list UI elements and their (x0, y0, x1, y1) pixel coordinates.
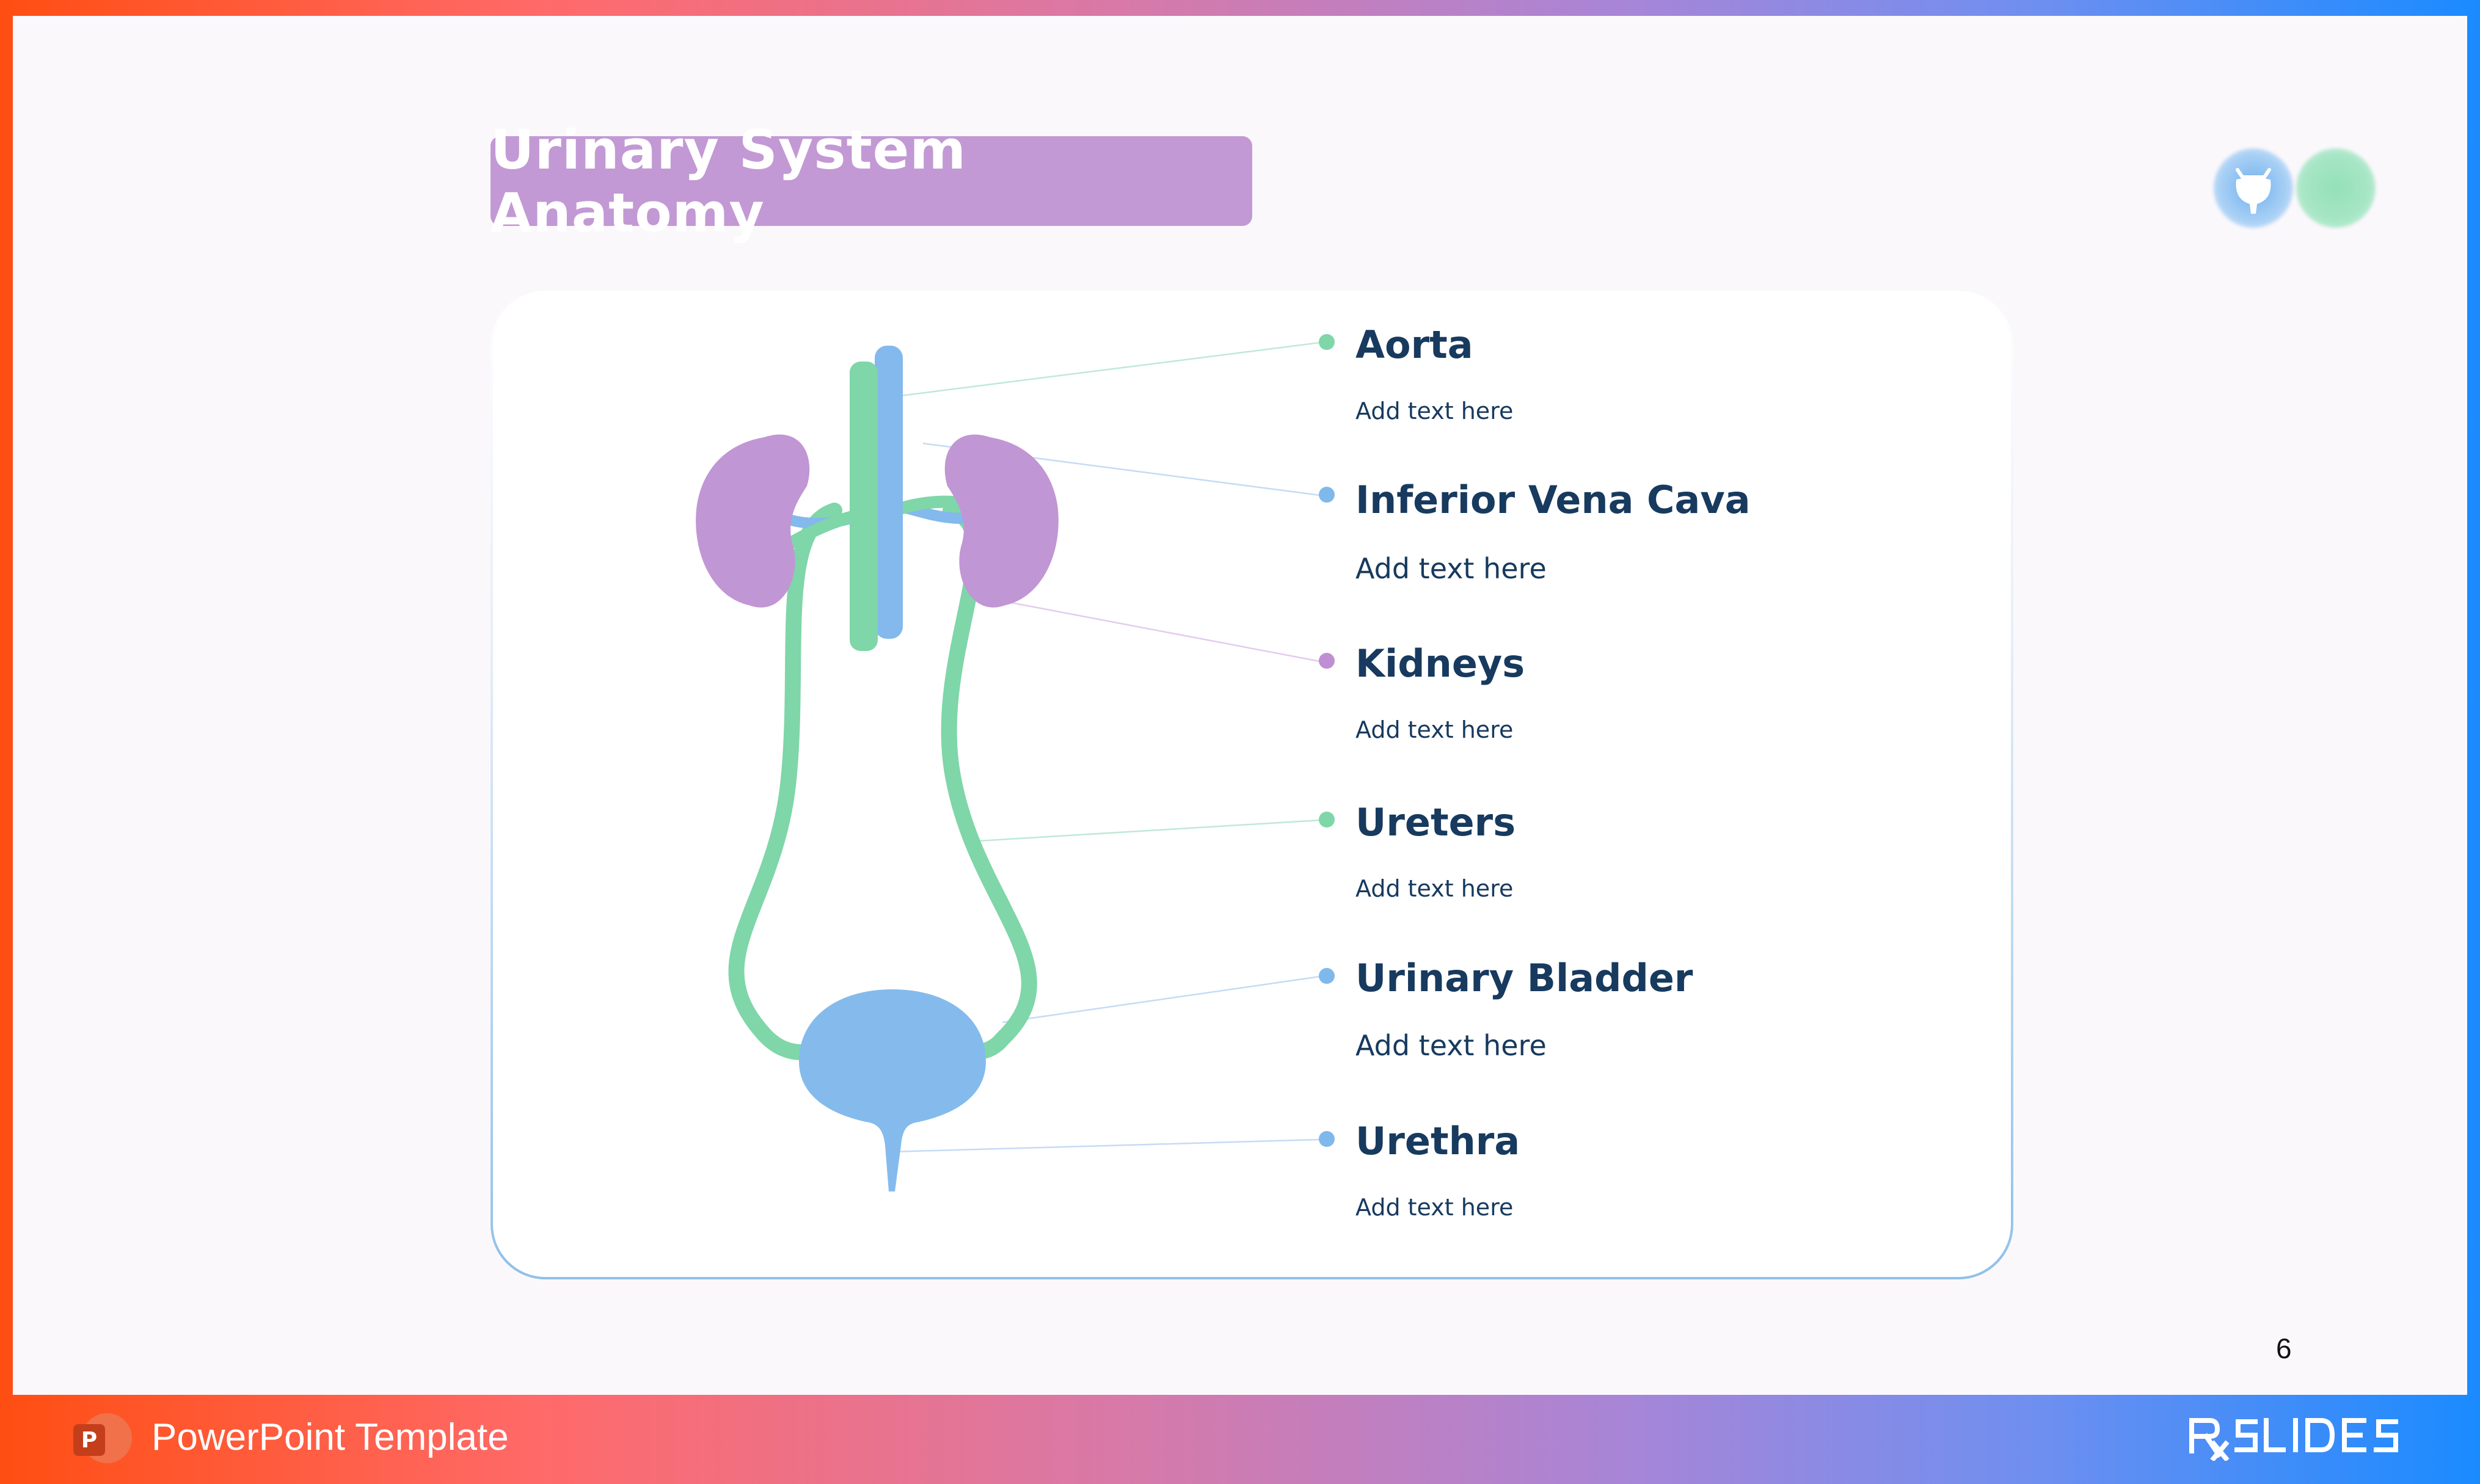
text-inferior-vena-cava: Add text here (1355, 552, 1547, 585)
right-kidney (944, 434, 1059, 608)
footer-text: PowerPoint Template (151, 1416, 509, 1458)
urinary-bladder (799, 989, 986, 1191)
bullet-aorta (1319, 334, 1335, 350)
bullet-ureters (1319, 812, 1335, 827)
app-icon-letter: P (73, 1424, 105, 1456)
bullet-bladder (1319, 968, 1335, 984)
text-urethra: Add text here (1355, 1194, 1514, 1221)
inferior-vena-cava (875, 346, 903, 639)
label-urinary-bladder: Urinary Bladder (1355, 956, 1693, 1000)
text-kidneys: Add text here (1355, 716, 1514, 743)
aorta (850, 362, 878, 651)
label-aorta: Aorta (1355, 322, 1473, 367)
text-aorta: Add text here (1355, 398, 1514, 424)
bullet-vena-cava (1319, 487, 1335, 503)
page-number: 6 (2276, 1333, 2292, 1364)
urinary-diagram (696, 341, 1321, 1191)
bullet-kidneys (1319, 653, 1335, 669)
text-urinary-bladder: Add text here (1355, 1029, 1547, 1062)
rx-slides-logo (2189, 1418, 2398, 1461)
slide: Urinary System Anatomy (13, 16, 2467, 1395)
left-kidney (696, 434, 810, 608)
decorative-green-circle (2296, 148, 2376, 228)
label-inferior-vena-cava: Inferior Vena Cava (1355, 478, 1751, 522)
bladder-icon (2236, 168, 2271, 214)
text-ureters: Add text here (1355, 875, 1514, 902)
powerpoint-icon: P (73, 1411, 134, 1466)
label-kidneys: Kidneys (1355, 641, 1525, 686)
label-urethra: Urethra (1355, 1119, 1520, 1163)
bullet-urethra (1319, 1131, 1335, 1147)
left-ureter (728, 503, 842, 1060)
label-ureters: Ureters (1355, 800, 1516, 845)
